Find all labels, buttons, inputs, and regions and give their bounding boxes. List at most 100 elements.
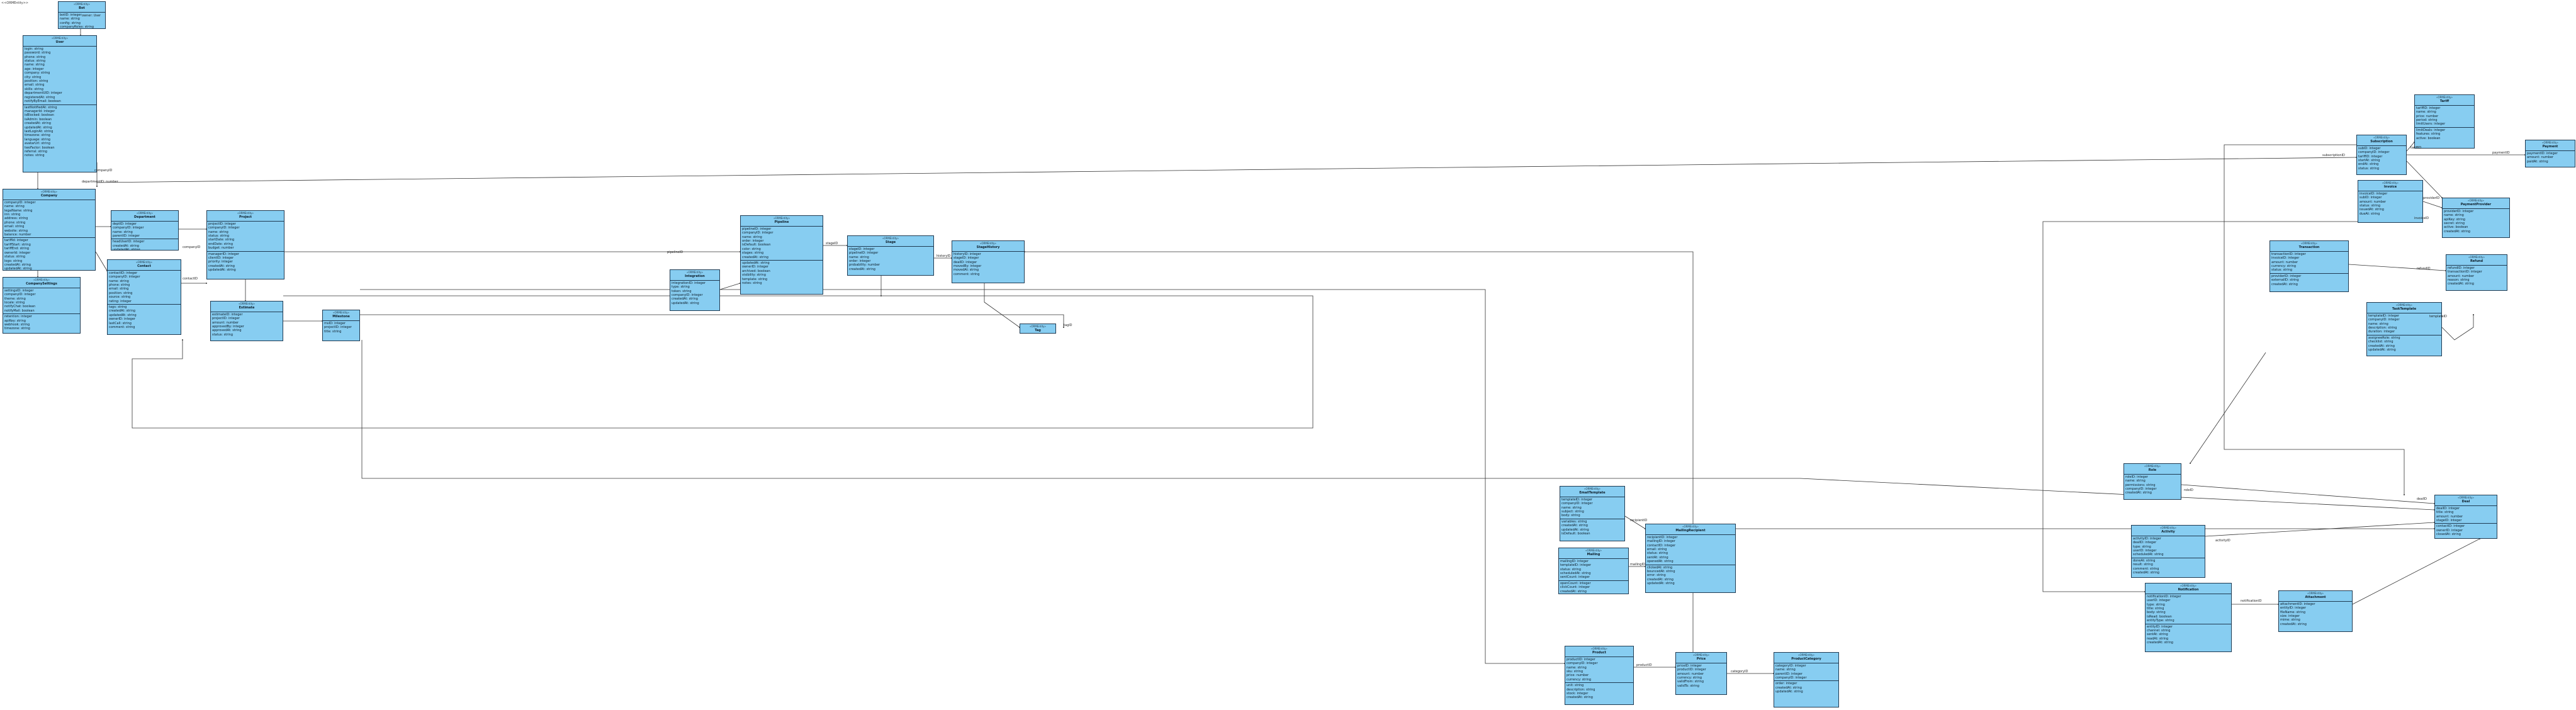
class-attribute: rating: integer	[109, 299, 132, 303]
class-attribute: notifyChat: boolean	[4, 305, 36, 309]
class-header: «ORMEntity»Mailing	[1559, 548, 1628, 559]
class-header: «ORMEntity»Stage	[848, 236, 933, 247]
class-header: «ORMEntity»Transaction	[2270, 241, 2348, 252]
class-attribute: createdAt: string	[849, 267, 875, 271]
class-attribute: permissions: string	[2125, 483, 2156, 487]
class-attribute: templateID: integer	[1561, 497, 1593, 502]
class-separator	[23, 104, 96, 105]
class-attribute: subject: string	[1561, 510, 1584, 514]
class-attribute: unit: string	[1566, 684, 1584, 688]
class-attribute: referral: string	[25, 149, 47, 154]
class-attribute: recipientID: integer	[1647, 535, 1678, 539]
class-attribute: headUserID: integer	[113, 240, 145, 244]
class-attribute: doneAt: string	[2133, 558, 2156, 563]
class-attribute: createdAt: string	[2271, 282, 2298, 286]
class-attribute: priority: integer	[208, 260, 233, 264]
class-attribute: retention: integer	[4, 315, 32, 319]
class-attribute: createdAt: string	[1775, 685, 1802, 690]
link-label: subscriptionID	[2322, 154, 2345, 157]
class-attribute: createdAt: string	[742, 255, 768, 259]
link-label: recipientID	[1630, 519, 1648, 522]
class-attribute: website: string	[4, 228, 28, 233]
class-attribute: name: string	[2444, 213, 2464, 218]
class-attribute: createdAt: string	[208, 264, 235, 268]
class-name: Product	[1592, 651, 1607, 655]
class-header: «ORMEntity»Bot	[59, 2, 105, 13]
class-attribute: dealID: integer	[953, 260, 977, 264]
class-header: «ORMEntity»Role	[2124, 464, 2181, 475]
class-attribute: updatedAt: string	[742, 261, 770, 266]
class-attribute: description: string	[1566, 687, 1595, 692]
class-attribute: createdAt: string	[2125, 491, 2152, 495]
class-attribute: skills: string	[25, 87, 43, 91]
class-stereotype: «ORMEntity»	[1693, 653, 1709, 656]
class-box[interactable]: «ORMEntity»Tag	[1020, 324, 1056, 334]
class-attribute: transactionID: integer	[2448, 270, 2482, 274]
class-attribute: roleID: integer	[2125, 475, 2148, 479]
link-label: owner: User	[82, 14, 101, 18]
class-name: Refund	[2470, 259, 2483, 264]
class-header: «ORMEntity»Milestone	[323, 310, 359, 321]
class-separator	[1559, 580, 1628, 581]
class-attribute: botID: integer	[60, 13, 82, 17]
class-attribute: currency: string	[1566, 677, 1592, 682]
class-attribute: companyID: integer	[113, 226, 144, 230]
class-attribute: budget: number	[208, 246, 234, 251]
class-attribute: updatedAt: string	[4, 267, 32, 271]
class-attribute: updatedAt: string	[113, 248, 140, 251]
class-attribute: contactID: integer	[2436, 524, 2465, 529]
link-label: stageID	[826, 242, 838, 245]
class-attribute: sentCount: integer	[1560, 575, 1590, 580]
class-name: Role	[2148, 468, 2157, 473]
class-stereotype: «ORMEntity»	[980, 242, 996, 245]
class-attribute: balance: number	[4, 233, 31, 237]
link-label: refundID	[2417, 267, 2431, 271]
class-stereotype: «ORMEntity»	[333, 311, 349, 314]
class-stereotype: «ORMEntity»	[239, 302, 255, 305]
link-label: notificationID	[2241, 599, 2262, 603]
class-attribute: name: string	[25, 63, 45, 67]
class-attribute: token: string	[672, 289, 692, 293]
class-stereotype: «ORMEntity»	[1030, 325, 1046, 328]
class-attribute: name: string	[742, 235, 762, 239]
class-attribute: scheduledAt: string	[1560, 572, 1591, 576]
class-attribute: companyID: integer	[672, 293, 703, 298]
class-stereotype: «ORMEntity»	[2160, 526, 2176, 529]
